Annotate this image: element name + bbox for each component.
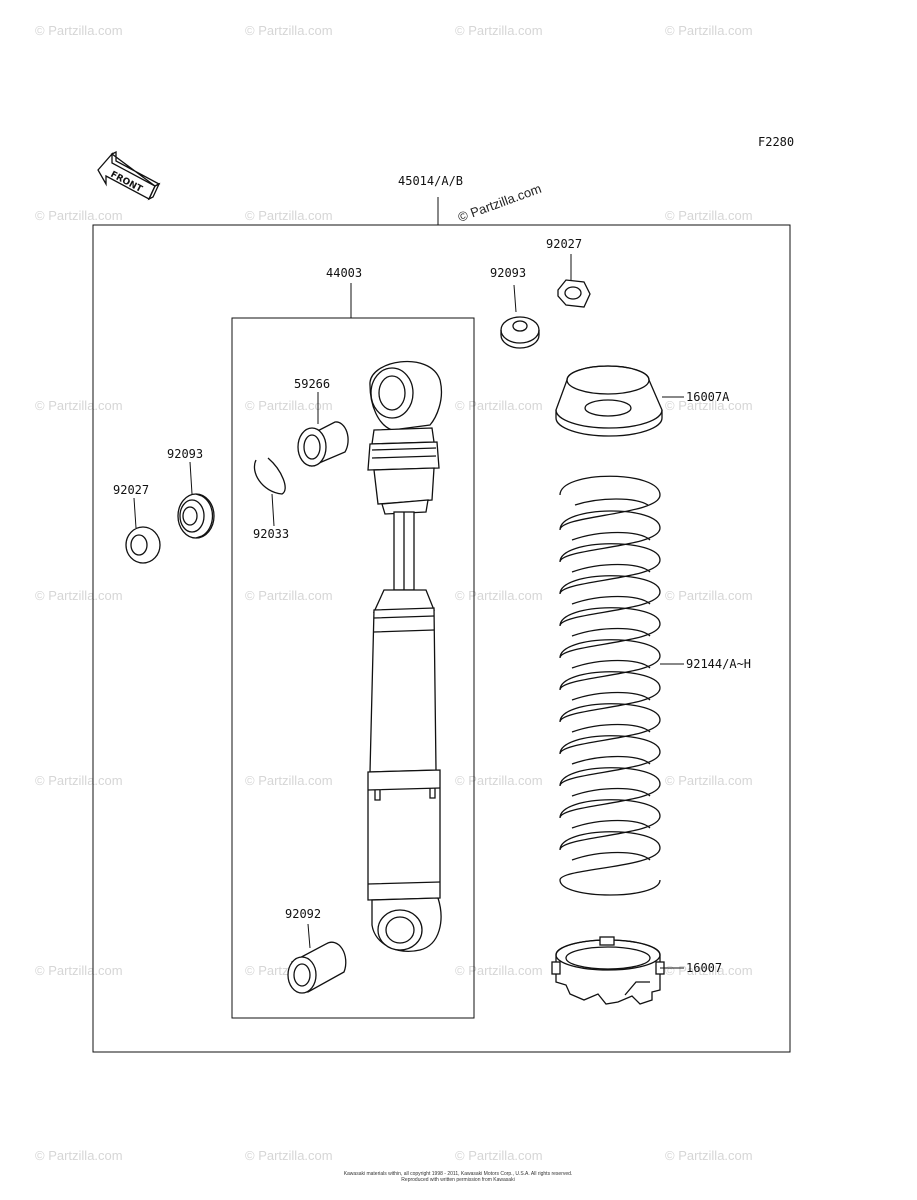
watermark: © Partzilla.com	[35, 208, 123, 223]
figure-code: F2280	[758, 135, 794, 149]
leader-line	[307, 923, 311, 949]
watermark-dark: © Partzilla.com	[456, 181, 543, 225]
watermark: © Partzilla.com	[35, 23, 123, 38]
watermark: © Partzilla.com	[455, 588, 543, 603]
spring-seat-bottom	[551, 936, 665, 1005]
spring-seat-top	[555, 365, 663, 437]
label-circlip: 92033	[253, 527, 289, 541]
front-arrow-icon: FRONT	[97, 150, 161, 201]
collar-left	[125, 526, 161, 564]
leader-line	[189, 461, 193, 495]
watermark: © Partzilla.com	[245, 23, 333, 38]
watermark: © Partzilla.com	[665, 398, 753, 413]
copyright-line-2: Reproduced with written permission from …	[401, 1177, 514, 1183]
watermark: © Partzilla.com	[35, 1148, 123, 1163]
watermark: © Partzilla.com	[35, 398, 123, 413]
leader-line	[513, 284, 517, 313]
assembly-frame	[92, 224, 791, 1053]
copyright-line-1: Kawasaki materials within, all copyright…	[344, 1171, 573, 1177]
label-spring: 92144/A~H	[686, 657, 751, 671]
watermark: © Partzilla.com	[665, 963, 753, 978]
watermark: © Partzilla.com	[245, 208, 333, 223]
watermark: © Partzilla.com	[455, 963, 543, 978]
leader-line	[133, 497, 137, 529]
label-washer-top: 92093	[490, 266, 526, 280]
watermark: © Partzilla.com	[245, 773, 333, 788]
coil-spring	[559, 475, 661, 896]
label-collar-left: 92027	[113, 483, 149, 497]
watermark: © Partzilla.com	[665, 1148, 753, 1163]
watermark: © Partzilla.com	[455, 23, 543, 38]
watermark: © Partzilla.com	[245, 398, 333, 413]
watermark: © Partzilla.com	[455, 773, 543, 788]
label-shock-unit: 44003	[326, 266, 362, 280]
collar-top	[557, 279, 591, 308]
watermark: © Partzilla.com	[35, 963, 123, 978]
watermark: © Partzilla.com	[455, 398, 543, 413]
label-assembly: 45014/A/B	[398, 174, 463, 188]
washer-top	[500, 316, 540, 349]
label-collar-top: 92027	[546, 237, 582, 251]
bushing-lower	[287, 941, 347, 994]
watermark: © Partzilla.com	[665, 773, 753, 788]
watermark: © Partzilla.com	[245, 588, 333, 603]
label-bushing-lower: 92092	[285, 907, 321, 921]
label-bearing-left: 92093	[167, 447, 203, 461]
watermark: © Partzilla.com	[665, 23, 753, 38]
label-spring-seat-top: 16007A	[686, 390, 730, 404]
watermark: © Partzilla.com	[665, 208, 753, 223]
watermark: © Partzilla.com	[35, 588, 123, 603]
bushing-upper	[297, 421, 349, 467]
watermark: © Partzilla.com	[665, 588, 753, 603]
shock-absorber	[367, 360, 443, 952]
watermark: © Partzilla.com	[245, 1148, 333, 1163]
circlip	[253, 457, 286, 495]
watermark: © Partzilla.com	[35, 773, 123, 788]
bearing-left	[177, 493, 215, 539]
watermark: © Partzilla.com	[455, 1148, 543, 1163]
leader-line	[271, 493, 275, 527]
label-spring-seat-bottom: 16007	[686, 961, 722, 975]
label-bushing-upper: 59266	[294, 377, 330, 391]
shock-unit-frame	[231, 317, 475, 1019]
